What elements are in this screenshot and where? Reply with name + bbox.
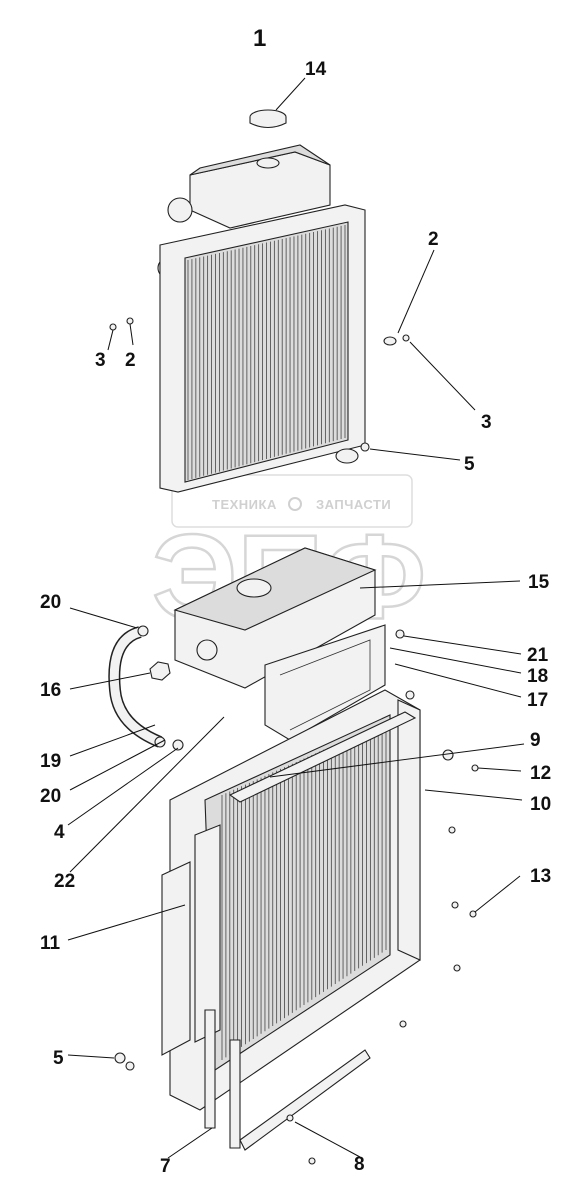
side-shroud [397,699,421,961]
guard-strip [194,824,221,1043]
washer [126,317,134,325]
bolt [286,1114,294,1122]
drain-valve [114,1052,126,1064]
callout-label: 22 [54,871,75,892]
bolt [448,826,456,834]
hose-clamp [154,736,166,748]
callout-label: 11 [40,933,61,954]
bolt [471,764,479,772]
callout-label: 19 [40,751,61,772]
bolt [109,323,117,331]
bracket-inner [279,639,371,731]
callout-label: 17 [527,690,548,711]
bolt [469,910,477,918]
seal-strip [204,1009,216,1129]
upper-radiator-fins [187,225,346,480]
callout-label: 13 [530,866,551,887]
expansion-tank-top [173,547,377,631]
callout-label: 2 [125,350,136,371]
callout-label: 14 [305,59,327,80]
callout-label: 3 [95,350,106,371]
callout-label: 15 [528,572,550,593]
upper-tank-top [189,144,331,176]
coolant-hose-inner [109,627,162,747]
hose-clamp [137,625,149,637]
drain-fitting [125,1061,135,1071]
assembly-number: 1 [253,25,266,52]
radiator-cap-skirt [249,117,287,129]
bolt [402,334,410,342]
callout-label: 9 [530,730,541,751]
side-plate [161,861,191,1056]
bolt [405,690,415,700]
nut [442,749,454,761]
callout-label: 16 [40,680,61,701]
bolt [453,964,461,972]
callout-label: 7 [160,1156,171,1177]
fitting [172,739,184,751]
callout-label: 20 [40,786,61,807]
callout-label: 20 [40,592,61,613]
callout-labels: 1 14 2 3 2 3 5 15 20 21 18 16 17 19 9 20… [40,25,551,1177]
tank-bracket [264,624,386,741]
callout-label: 3 [481,412,492,433]
callout-label: 2 [428,229,439,250]
mounting-bolts [286,629,479,1165]
drain-plug [149,661,171,681]
washer [383,336,397,346]
callout-label: 12 [530,763,551,784]
filler-neck [256,157,280,169]
callout-label: 4 [54,822,65,843]
lower-radiator-fins [221,722,387,1060]
expansion-tank-cap [236,578,272,598]
drain-valve [360,442,370,452]
leader-lines [67,77,525,1159]
gear-icon [288,497,302,511]
bolt [395,629,405,639]
bottom-seal-left [229,1039,241,1149]
callout-label: 5 [53,1048,64,1069]
callout-label: 18 [527,666,548,687]
watermark-right-text: ЗАПЧАСТИ [316,497,391,512]
bolt [308,1157,316,1165]
bolt [399,1020,407,1028]
top-rail [228,711,417,803]
bottom-seal [239,1049,371,1151]
upper-inlet-pipe [167,197,193,223]
drain-outlet [335,448,359,464]
callout-label: 5 [464,454,475,475]
callout-label: 10 [530,794,551,815]
callout-label: 8 [354,1154,365,1175]
lower-radiator-assembly [108,547,479,1165]
upper-radiator-assembly [109,109,410,493]
washer [451,901,459,909]
watermark-left-text: ТЕХНИКА [212,497,277,512]
expansion-tank-port [196,639,218,661]
callout-label: 21 [527,645,549,666]
